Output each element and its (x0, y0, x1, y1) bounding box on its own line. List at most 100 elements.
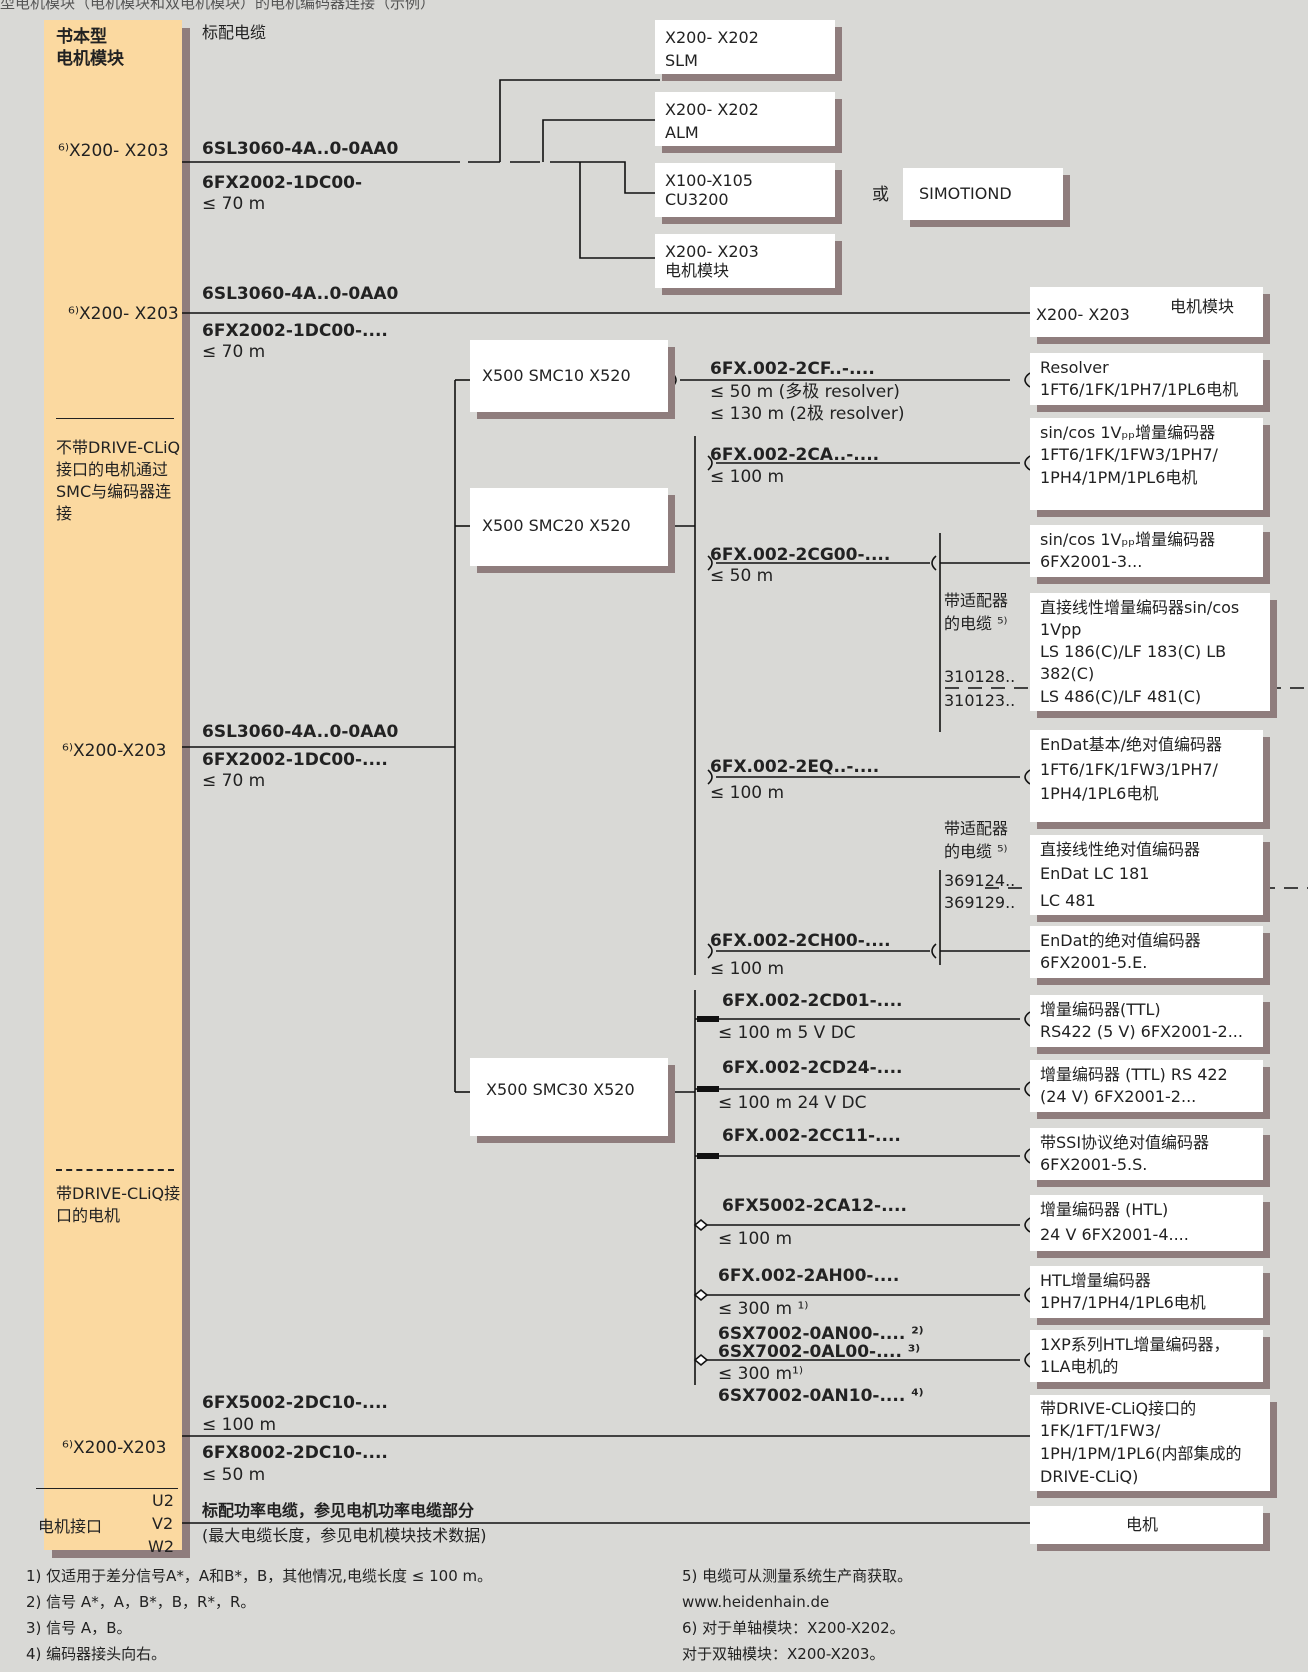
footnote-6: 6) 对于单轴模块：X200-X202。 (682, 1619, 905, 1637)
adapter1-line-4: 310123.. (944, 691, 1016, 710)
sidebar-smc-line-1: 不带DRIVE-CLiQ (56, 438, 181, 457)
cable-b1: 6SL3060-4A..0-0AA0 (202, 284, 399, 304)
cable-c4: 6FX.002-2EQ..-.... (710, 757, 880, 777)
header-fragment: 型电机模块（电机模块和双电机模块）的电机编码器连接（示例） (0, 0, 436, 12)
terminal-v2: V2 (152, 1514, 174, 1533)
encoder-ttl24-title: 增量编码器 (TTL) RS 422 (1040, 1065, 1228, 1084)
encoder-1xp: 1XP系列HTL增量编码器， 1LA电机的 (1030, 1330, 1263, 1382)
encoder-linear-inc-lb: 382(C) (1040, 664, 1095, 683)
cable-c10: 6FX.002-2AH00-.... (718, 1266, 900, 1286)
target-alm-port: X200- X202 (665, 100, 759, 119)
dcliq-motor: 带DRIVE-CLiQ接口的 1FK/1FT/1FW3/ 1PH/1PM/1PL… (1030, 1395, 1270, 1491)
sidebar-port-4: ⁶⁾X200-X203 (62, 1438, 167, 1458)
encoder-htl-motor-title: HTL增量编码器 (1040, 1271, 1151, 1290)
cable-c4-len: ≤ 100 m (710, 783, 785, 803)
target-alm: X200- X202 ALM (655, 92, 835, 146)
footnote-1: 1) 仅适用于差分信号A*，A和B*，B，其他情况,电缆长度 ≤ 100 m。 (26, 1567, 493, 1585)
module-sidebar (44, 20, 182, 1550)
encoder-sincos6fx-title: sin/cos 1Vₚₚ增量编码器 (1040, 530, 1216, 549)
sidebar-divider-1 (56, 418, 174, 419)
cable-c1: 6FX.002-2CF..-.... (710, 359, 875, 379)
encoder-sincos6fx-part: 6FX2001-3... (1040, 552, 1143, 571)
target-cu-port: X100-X105 (665, 171, 753, 190)
encoder-linear-abs-title: 直接线性绝对值编码器 (1040, 840, 1201, 859)
encoder-htl-title: 增量编码器 (HTL) (1040, 1200, 1169, 1219)
smc20-label: X500 SMC20 X520 (482, 516, 631, 535)
encoder-htl-motor-list: 1PH7/1PH4/1PL6电机 (1040, 1293, 1206, 1312)
adapter1-line-1: 带适配器 (944, 591, 1009, 610)
motor-label: 电机 (1126, 1515, 1159, 1534)
encoder-ttl24-part: (24 V) 6FX2001-2... (1040, 1087, 1197, 1106)
target-simotion: SIMOTIOND (903, 168, 1063, 220)
encoder-linear-inc-signal: 1Vpp (1040, 620, 1082, 639)
sidebar-title-1: 书本型 (56, 27, 107, 47)
cable-c3: 6FX.002-2CG00-.... (710, 545, 891, 565)
terminal-w2: W2 (148, 1537, 174, 1556)
dcliq-motor-line4: DRIVE-CLiQ) (1040, 1467, 1139, 1486)
sidebar-smc-line-4: 接 (56, 504, 73, 523)
cable-c1-len1: ≤ 50 m (多极 resolver) (710, 382, 900, 402)
footnote-5-url: www.heidenhain.de (682, 1593, 830, 1611)
dcliq-motor-line2: 1FK/1FT/1FW3/ (1040, 1421, 1161, 1440)
sidebar-dcliq-line-1: 带DRIVE-CLiQ接 (56, 1184, 181, 1203)
encoder-endat-line3: 1PH4/1PL6电机 (1040, 784, 1159, 803)
cable-c9: 6FX5002-2CA12-.... (722, 1196, 907, 1216)
cable-c11b: 6SX7002-0AL00-.... ³⁾ (718, 1342, 921, 1362)
main-cable-1: 6SL3060-4A..0-0AA0 (202, 722, 399, 742)
target-mm2-label: 电机模块 (1170, 297, 1235, 316)
encoder-endat-abs-title: EnDat的绝对值编码器 (1040, 931, 1201, 950)
cable-c7-len: ≤ 100 m 24 V DC (718, 1093, 867, 1113)
target-motor-module-2: X200- X203 电机模块 (1030, 287, 1263, 337)
encoder-linear-abs-lc181: EnDat LC 181 (1040, 864, 1150, 883)
terminal-u2: U2 (152, 1491, 174, 1510)
encoder-linear-absolute: 直接线性绝对值编码器 EnDat LC 181 LC 481 (1030, 835, 1263, 915)
sidebar-port-2: ⁶⁾X200- X203 (68, 304, 179, 324)
encoder-ttl5-part: RS422 (5 V) 6FX2001-2... (1040, 1022, 1243, 1041)
std-cable-label: 标配电缆 (202, 23, 267, 42)
target-slm: X200- X202 SLM (655, 20, 835, 74)
target-slm-port: X200- X202 (665, 28, 759, 47)
target-alm-label: ALM (665, 123, 699, 142)
cable-c6-len: ≤ 100 m 5 V DC (718, 1023, 856, 1043)
encoder-linear-inc-title: 直接线性增量编码器sin/cos (1040, 598, 1240, 617)
motor-box: 电机 (1030, 1506, 1263, 1544)
or-text: 或 (872, 185, 889, 205)
encoder-ssi: 带SSI协议绝对值编码器 6FX2001-5.S. (1030, 1128, 1263, 1180)
footnote-6b: 对于双轴模块：X200-X203。 (682, 1645, 885, 1663)
adapter2-line-3: 369124.. (944, 871, 1016, 890)
cable-d2-len: ≤ 50 m (202, 1465, 266, 1485)
main-cable-2: 6FX2002-1DC00-.... (202, 750, 388, 770)
cable-a2: 6FX2002-1DC00- (202, 173, 363, 193)
sidebar-smc-line-3: SMC与编码器连 (56, 482, 172, 501)
target-slm-label: SLM (665, 51, 698, 70)
encoder-linear-incremental: 直接线性增量编码器sin/cos 1Vpp LS 186(C)/LF 183(C… (1030, 593, 1270, 711)
target-motor-module: X200- X203 电机模块 (655, 234, 835, 288)
cable-a1: 6SL3060-4A..0-0AA0 (202, 139, 399, 159)
footnote-4: 4) 编码器接头向右。 (26, 1645, 167, 1663)
cable-c5: 6FX.002-2CH00-.... (710, 931, 891, 951)
encoder-linear-abs-lc481: LC 481 (1040, 891, 1096, 910)
cable-c8: 6FX.002-2CC11-.... (722, 1126, 901, 1146)
dcliq-motor-line3: 1PH/1PM/1PL6(内部集成的 (1040, 1444, 1242, 1463)
motor-port-label: 电机接口 (38, 1517, 103, 1536)
target-cu-label: CU3200 (665, 190, 729, 209)
cable-c11-len: ≤ 300 m¹⁾ (718, 1364, 804, 1384)
encoder-sincos-6fx: sin/cos 1Vₚₚ增量编码器 6FX2001-3... (1030, 525, 1263, 577)
main-cable-length: ≤ 70 m (202, 771, 266, 791)
encoder-htl: 增量编码器 (HTL) 24 V 6FX2001-4.... (1030, 1195, 1263, 1251)
cable-c10-len: ≤ 300 m ¹⁾ (718, 1299, 809, 1319)
cable-a-length: ≤ 70 m (202, 194, 266, 214)
smc30-module: X500 SMC30 X520 (470, 1058, 668, 1136)
cable-d1: 6FX5002-2DC10-.... (202, 1393, 388, 1413)
cable-c2-len: ≤ 100 m (710, 467, 785, 487)
encoder-linear-inc-models: LS 186(C)/LF 183(C) LB (1040, 642, 1227, 661)
encoder-linear-inc-ls486: LS 486(C)/LF 481(C) (1040, 687, 1202, 706)
cable-c3-len: ≤ 50 m (710, 566, 774, 586)
encoder-endat-abs-part: 6FX2001-5.E. (1040, 953, 1148, 972)
smc10-module: X500 SMC10 X520 (470, 340, 668, 412)
sidebar-title-2: 电机模块 (56, 49, 124, 69)
adapter1-line-3: 310128.. (944, 667, 1016, 686)
adapter1-line-2: 的电缆 ⁵⁾ (944, 614, 1008, 633)
cable-c7: 6FX.002-2CD24-.... (722, 1058, 903, 1078)
